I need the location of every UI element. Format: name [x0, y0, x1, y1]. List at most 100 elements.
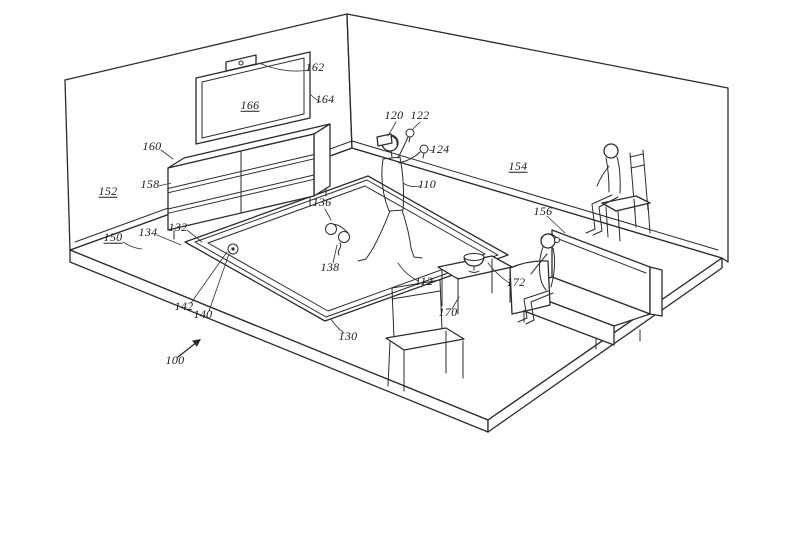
leader-112: [397, 262, 419, 282]
figure-arrow-shaft: [177, 341, 198, 358]
leader-164: [310, 94, 322, 103]
figure-arrow-head: [192, 339, 201, 347]
leader-124: [428, 149, 435, 152]
couch-right-arm: [649, 266, 663, 317]
couch-legs: [523, 309, 641, 350]
motion-controller-left-grip: [408, 136, 411, 143]
man-legs: [585, 194, 619, 236]
bowl: [463, 253, 485, 273]
ref-label-152: 152: [98, 183, 118, 198]
chair-back-posts: [391, 279, 443, 339]
foreground-chair: [385, 279, 465, 392]
table-legs: [441, 258, 511, 315]
ref-label-162: 162: [305, 59, 325, 74]
leader-142: [190, 251, 228, 304]
user-torso: [381, 156, 405, 212]
mat-marker: [227, 243, 239, 255]
chair-seat: [385, 327, 465, 351]
ref-label-112: 112: [414, 273, 434, 288]
ref-label-156: 156: [533, 203, 553, 218]
leader-172: [487, 262, 512, 285]
chair-back-rails: [391, 279, 441, 300]
bowl-rim: [463, 253, 485, 261]
leader-156: [546, 215, 566, 234]
mat-outer-border: [184, 175, 509, 322]
spare-headset-cable: [337, 242, 342, 256]
leader-140: [208, 253, 230, 312]
ref-label-120: 120: [384, 107, 404, 122]
man-torso: [605, 156, 621, 194]
ref-label-136: 136: [312, 194, 332, 209]
leader-162: [258, 62, 311, 72]
mat-inner-border: [207, 185, 486, 312]
woman-hair: [540, 233, 557, 239]
ref-label-170: 170: [438, 304, 458, 319]
vr-headset-strap: [390, 135, 398, 146]
leader-110: [402, 182, 421, 187]
spare-headset-on-mat: [325, 223, 350, 256]
side-chair-back-rails: [629, 153, 645, 169]
media-console: [167, 123, 331, 240]
leader-136: [324, 208, 332, 221]
mat-border-line: [194, 179, 499, 318]
ref-label-158: 158: [140, 176, 160, 191]
leader-138: [332, 244, 338, 264]
television-assembly: [195, 51, 311, 145]
woman-arm: [530, 253, 548, 275]
seated-woman: [517, 233, 560, 325]
woman-legs: [517, 290, 554, 325]
motion-controller-left: [405, 128, 415, 138]
ref-label-130: 130: [338, 328, 358, 343]
user-arm-lower: [398, 151, 421, 164]
leader-170: [451, 296, 460, 310]
man-arm: [596, 165, 610, 187]
console-feet: [173, 187, 327, 240]
ref-label-140: 140: [193, 306, 213, 321]
leader-160: [160, 149, 174, 160]
play-mat: [184, 175, 509, 322]
ref-label-160: 160: [142, 138, 162, 153]
spare-headset-earcup-right: [338, 231, 350, 243]
television-screen: [201, 57, 305, 139]
sensor-bar-lens: [238, 60, 244, 66]
user-arm-upper: [397, 136, 409, 159]
woman-hair-bun: [554, 237, 560, 243]
user-leg-right: [401, 209, 423, 259]
ref-label-132: 132: [168, 219, 188, 234]
side-chair-seat: [601, 195, 651, 212]
side-chair-legs: [605, 198, 651, 242]
television-bezel: [195, 51, 311, 145]
woman-torso: [538, 246, 556, 291]
ref-label-164: 164: [315, 91, 335, 106]
right-baseboard: [351, 140, 719, 251]
side-chair: [601, 149, 651, 242]
motion-controller-right-grip: [422, 152, 425, 159]
couch-backrest-trim: [555, 237, 647, 274]
ref-label-124: 124: [430, 141, 450, 156]
ref-label-150: 150: [103, 229, 123, 244]
bowl-foot: [468, 265, 480, 273]
leader-134: [156, 234, 182, 246]
sensor-bar: [225, 54, 257, 72]
seated-man: [585, 143, 621, 236]
user-shoulders: [382, 156, 401, 160]
vr-headset: [376, 133, 393, 147]
ref-label-172: 172: [506, 274, 526, 289]
motion-controller-right: [419, 144, 429, 154]
ref-label-166: 166: [240, 97, 260, 112]
leader-lines: [122, 62, 566, 334]
ref-label-122: 122: [410, 107, 430, 122]
ref-label-138: 138: [320, 259, 340, 274]
leader-122: [411, 121, 421, 131]
figure-arrow-100: [177, 339, 201, 358]
man-head: [603, 143, 619, 159]
leader-130: [330, 318, 345, 334]
leader-158: [158, 182, 172, 187]
chair-legs: [387, 330, 464, 392]
ref-label-110: 110: [417, 176, 437, 191]
marker-dot: [231, 247, 235, 251]
spare-headset-earcup-left: [325, 223, 337, 235]
leader-132: [186, 229, 203, 243]
